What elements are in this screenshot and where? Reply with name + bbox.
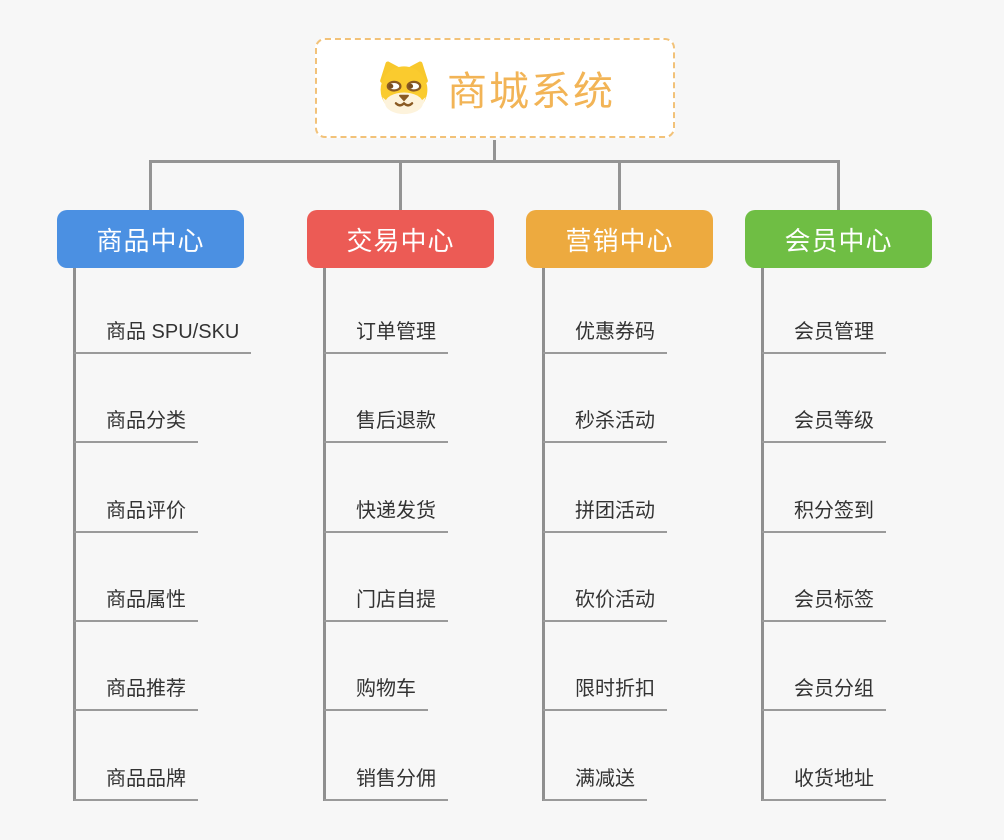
- leaf-node[interactable]: 收货地址: [762, 767, 886, 801]
- connector-drop-goods: [149, 160, 152, 210]
- branch-label: 会员中心: [784, 225, 893, 256]
- branch-label: 交易中心: [346, 225, 455, 256]
- leaf-node[interactable]: 满减送: [543, 767, 647, 801]
- leaf-node[interactable]: 优惠券码: [543, 320, 667, 354]
- root-title: 商城系统: [447, 70, 615, 114]
- leaf-node[interactable]: 购物车: [324, 677, 428, 711]
- connector-spine: [323, 268, 326, 801]
- leaf-node[interactable]: 商品属性: [74, 588, 198, 622]
- connector-spine: [73, 268, 76, 801]
- leaf-node[interactable]: 商品评价: [74, 499, 198, 533]
- leaf-node[interactable]: 砍价活动: [543, 588, 667, 622]
- branch-column-trade: 订单管理 售后退款 快递发货 门店自提 购物车 销售分佣: [323, 268, 573, 808]
- leaf-node[interactable]: 限时折扣: [543, 677, 667, 711]
- leaf-node[interactable]: 销售分佣: [324, 767, 448, 801]
- leaf-node[interactable]: 售后退款: [324, 409, 448, 443]
- branch-node-marketing[interactable]: 营销中心: [526, 210, 713, 268]
- leaf-node[interactable]: 商品 SPU/SKU: [74, 320, 252, 354]
- branch-node-trade[interactable]: 交易中心: [307, 210, 494, 268]
- branch-label: 商品中心: [96, 225, 205, 256]
- root-node[interactable]: 商城系统: [315, 38, 675, 138]
- branch-node-member[interactable]: 会员中心: [745, 210, 932, 268]
- leaf-node[interactable]: 门店自提: [324, 588, 448, 622]
- leaf-node[interactable]: 会员等级: [762, 409, 886, 443]
- leaf-node[interactable]: 会员分组: [762, 677, 886, 711]
- leaf-node[interactable]: 会员标签: [762, 588, 886, 622]
- leaf-node[interactable]: 商品推荐: [74, 677, 198, 711]
- leaf-node[interactable]: 商品品牌: [74, 767, 198, 801]
- branch-column-member: 会员管理 会员等级 积分签到 会员标签 会员分组 收货地址: [761, 268, 1004, 808]
- branch-node-goods[interactable]: 商品中心: [57, 210, 244, 268]
- connector-drop-marketing: [618, 160, 621, 210]
- connector-drop-trade: [399, 160, 402, 210]
- leaf-node[interactable]: 拼团活动: [543, 499, 667, 533]
- branch-label: 营销中心: [565, 225, 674, 256]
- branch-column-marketing: 优惠券码 秒杀活动 拼团活动 砍价活动 限时折扣 满减送: [542, 268, 792, 808]
- leaf-node[interactable]: 商品分类: [74, 409, 198, 443]
- connector-spine: [542, 268, 545, 801]
- connector-spine: [761, 268, 764, 801]
- dog-icon: [380, 61, 428, 115]
- leaf-node[interactable]: 会员管理: [762, 320, 886, 354]
- branch-column-goods: 商品 SPU/SKU 商品分类 商品评价 商品属性 商品推荐 商品品牌: [73, 268, 323, 808]
- connector-drop-member: [837, 160, 840, 210]
- connector-root-stem: [493, 140, 496, 162]
- connector-bus: [149, 160, 840, 163]
- leaf-node[interactable]: 秒杀活动: [543, 409, 667, 443]
- leaf-node[interactable]: 订单管理: [324, 320, 448, 354]
- leaf-node[interactable]: 积分签到: [762, 499, 886, 533]
- leaf-node[interactable]: 快递发货: [324, 499, 448, 533]
